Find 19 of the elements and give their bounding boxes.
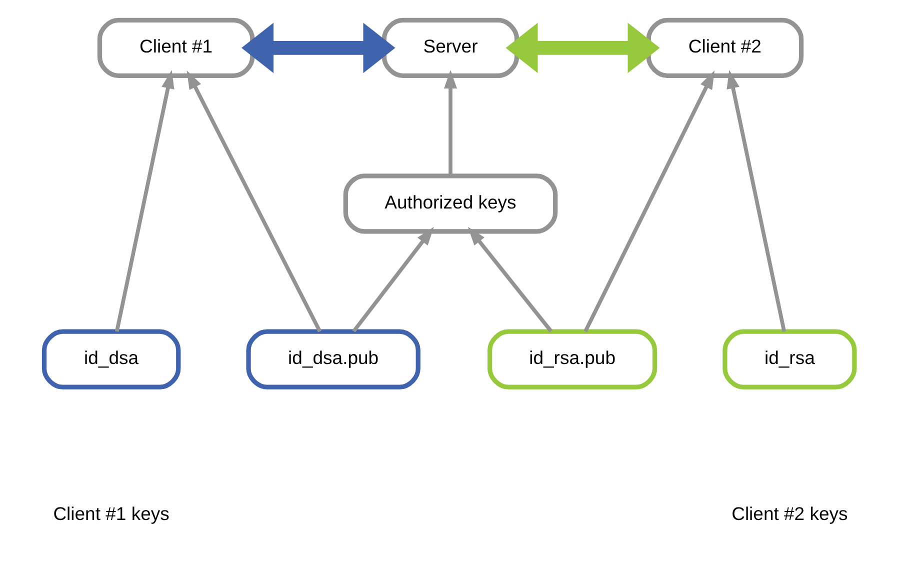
arrow [444, 69, 457, 176]
arrow [506, 22, 660, 73]
arrow [114, 69, 174, 332]
node-box: Client #1 [97, 17, 255, 78]
node-box: id_rsa.pub [488, 328, 658, 389]
node-box: id_dsa.pub [246, 328, 420, 389]
arrow [352, 226, 434, 332]
node-box: id_rsa [722, 328, 857, 389]
arrow [726, 69, 786, 332]
node-box: Client #2 [646, 17, 804, 78]
label: Client #1 keys [53, 502, 170, 524]
arrow [242, 22, 396, 73]
node-box: Authorized keys [343, 173, 558, 234]
node-box: Server [382, 17, 520, 78]
arrow [186, 70, 322, 332]
label: Client #2 keys [732, 502, 848, 524]
arrow [468, 226, 553, 332]
node-box: id_dsa [42, 328, 181, 389]
arrow [584, 70, 715, 332]
